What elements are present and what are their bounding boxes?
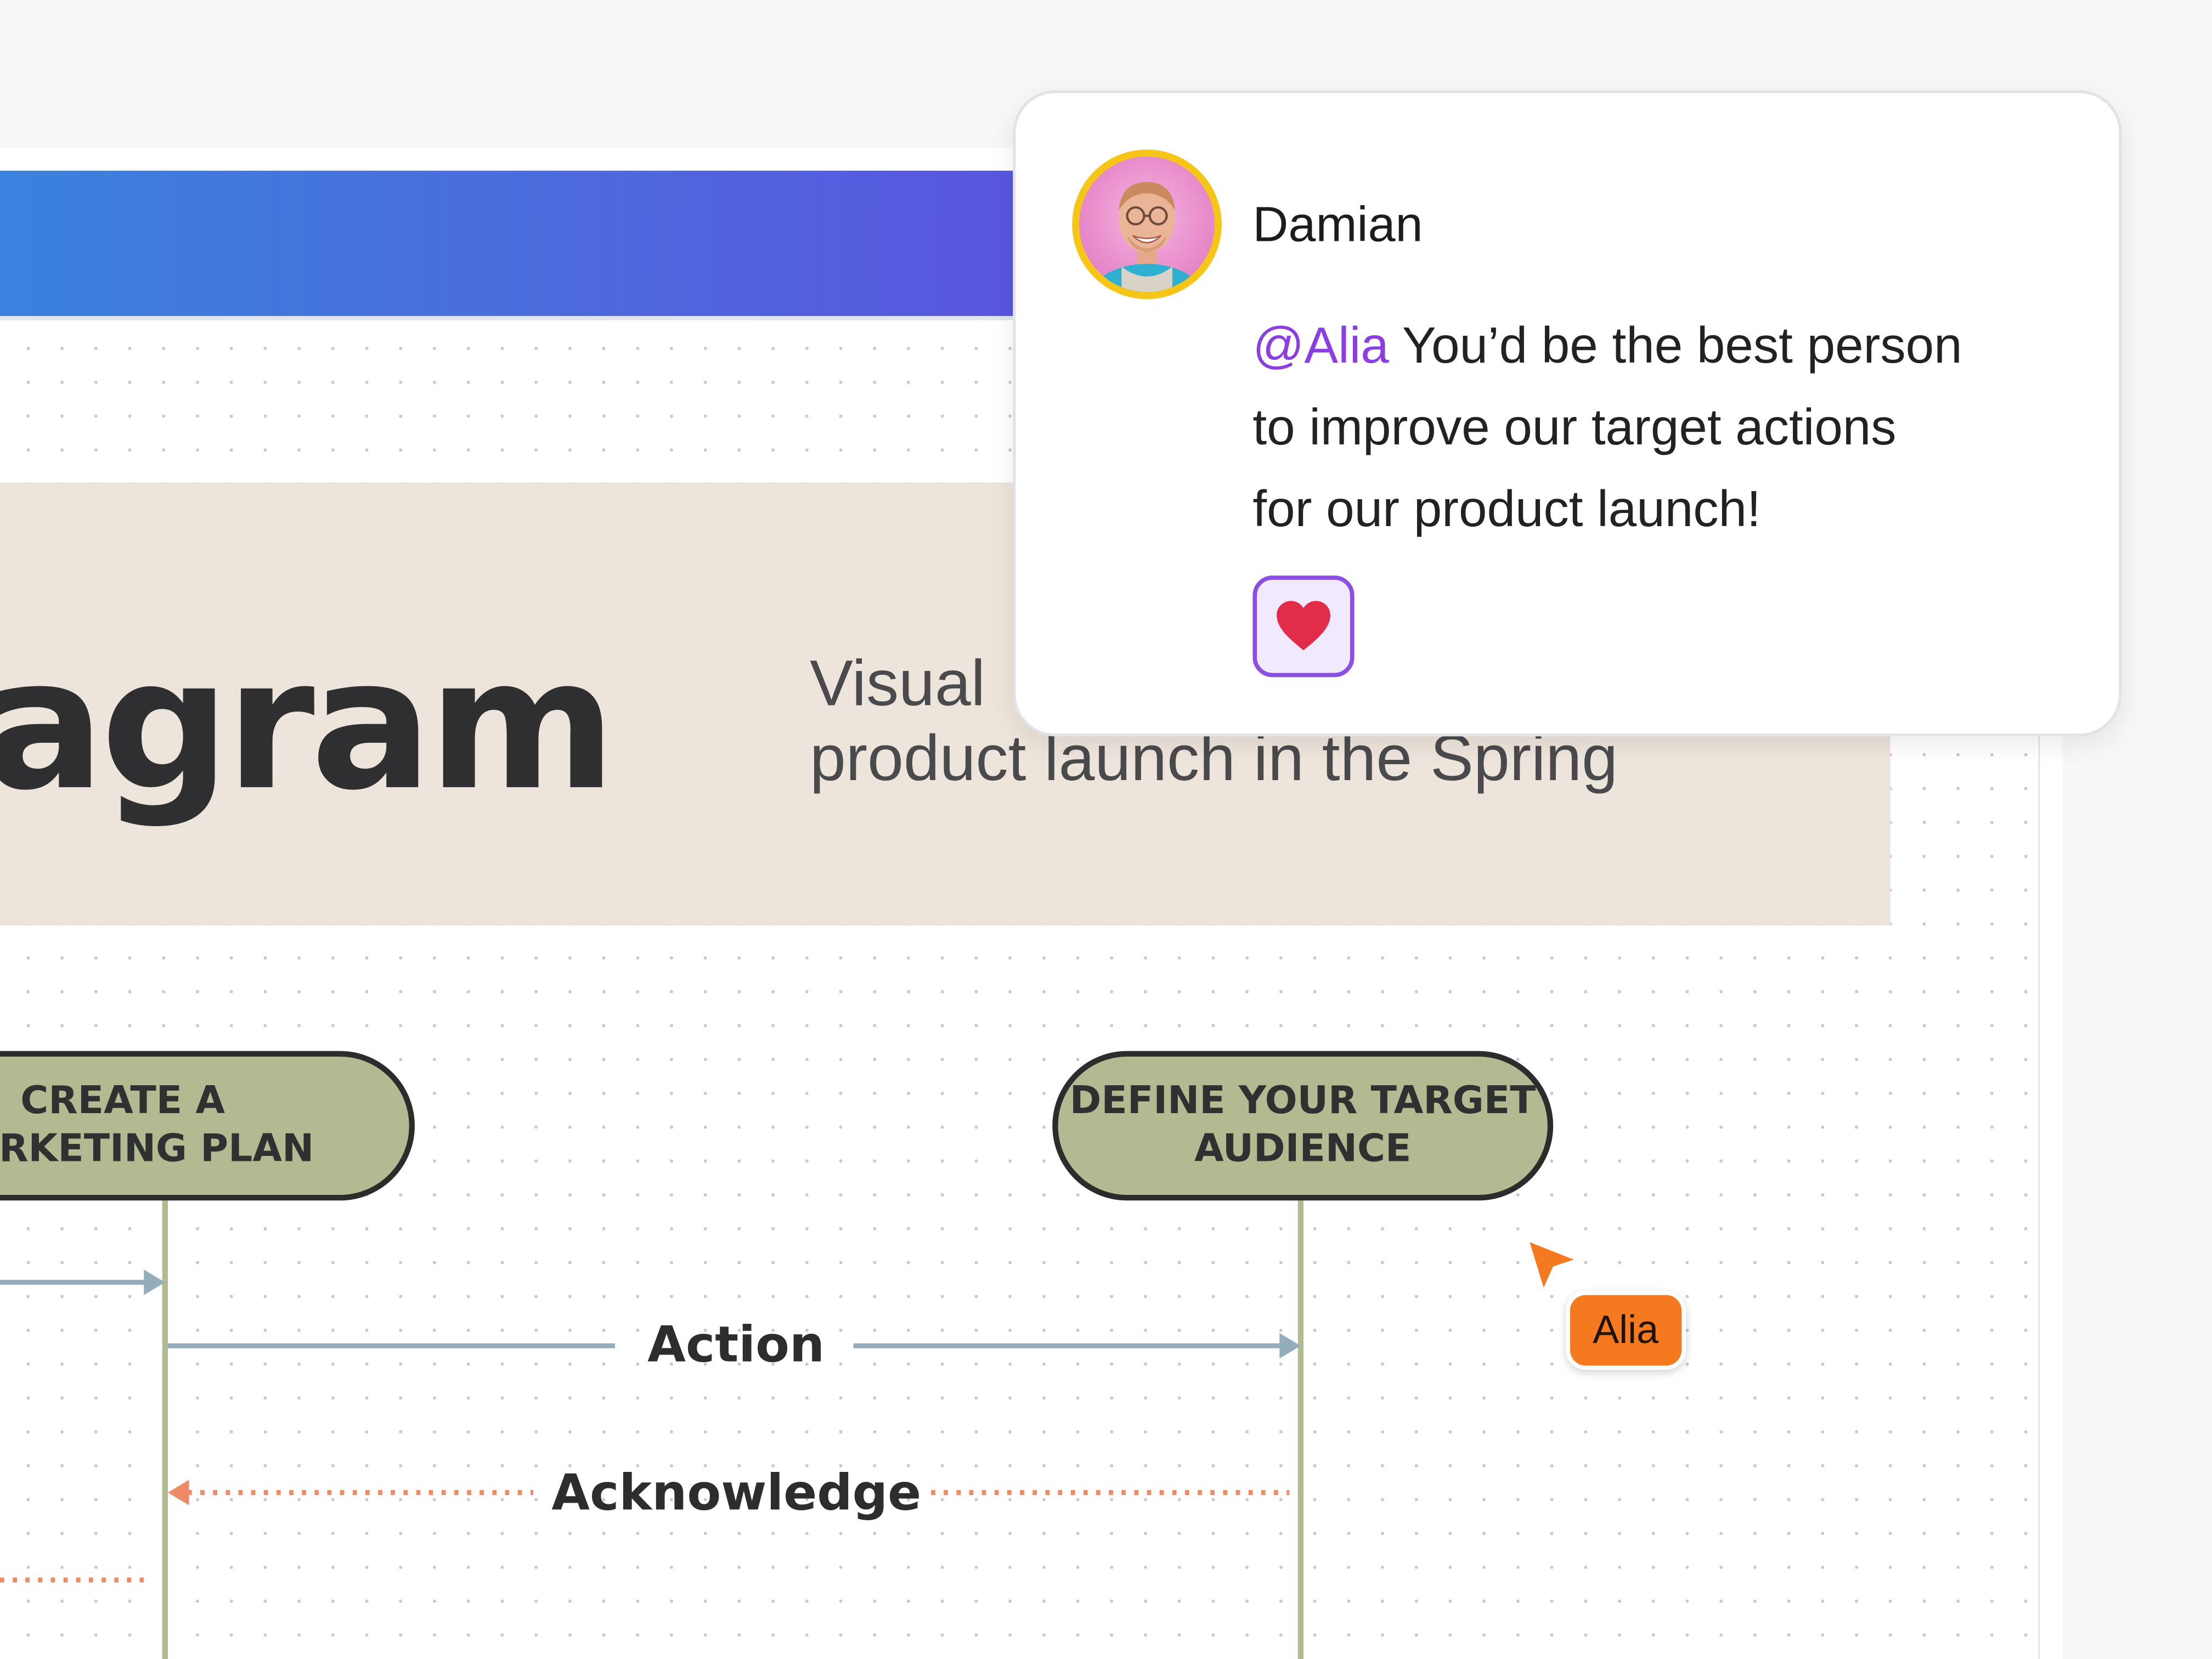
- comment-line-1: @Alia You’d be the best person: [1252, 304, 2085, 386]
- comment-line-1-text: You’d be the best person: [1389, 316, 1962, 374]
- comment-line-2: to improve our target actions: [1252, 398, 1897, 456]
- comment-card[interactable]: Damian @Alia You’d be the best person to…: [1013, 90, 2122, 737]
- header-banner[interactable]: [0, 171, 1073, 318]
- heart-reaction-button[interactable]: [1252, 575, 1355, 678]
- diagram-title[interactable]: agram: [0, 620, 616, 831]
- subtitle-line-1: Visual: [810, 646, 986, 720]
- node-label-line-1: DEFINE YOUR TARGET: [1069, 1079, 1536, 1123]
- comment-line-3: for our product launch!: [1252, 479, 1761, 538]
- node-label-line-1: CREATE A: [20, 1079, 225, 1123]
- comment-author: Damian: [1252, 198, 1423, 253]
- heart-icon: [1277, 601, 1330, 651]
- header-banner-shadow: [0, 316, 1073, 320]
- node-create-marketing-plan[interactable]: CREATE A MARKETING PLAN: [0, 1051, 415, 1201]
- avatar[interactable]: [1072, 149, 1222, 300]
- node-label-line-2: AUDIENCE: [1194, 1127, 1412, 1171]
- comment-body: @Alia You’d be the best person to improv…: [1252, 304, 2085, 550]
- collaborator-cursor-icon: [1524, 1236, 1582, 1296]
- acknowledge-label[interactable]: Acknowledge: [551, 1465, 922, 1522]
- node-define-target-audience[interactable]: DEFINE YOUR TARGET AUDIENCE: [1052, 1051, 1554, 1201]
- collaborator-name-tag: Alia: [1566, 1290, 1686, 1370]
- action-label[interactable]: Action: [647, 1317, 825, 1374]
- person-avatar-icon: [1091, 182, 1203, 292]
- mention-link[interactable]: @Alia: [1252, 316, 1389, 374]
- node-label-line-2: MARKETING PLAN: [0, 1127, 314, 1171]
